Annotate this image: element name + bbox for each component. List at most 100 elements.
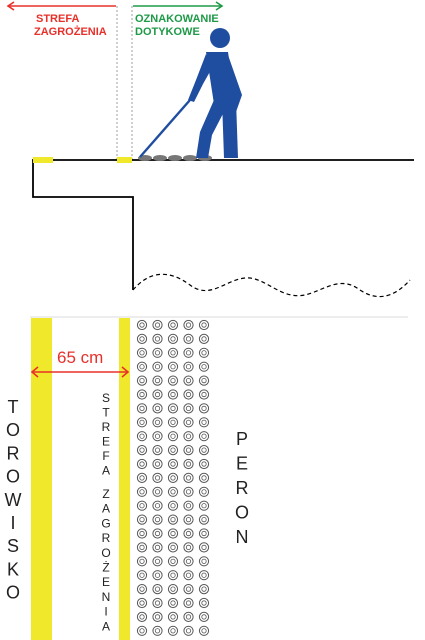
tactile-marking-label-line1: OZNAKOWANIE [135,13,219,25]
tactile-dot-inner [201,447,207,453]
tactile-dot-inner [185,489,192,495]
track-label-letter: O [6,467,20,487]
tactile-dot [152,528,163,539]
tactile-dot-inner [185,530,192,537]
zone-label-letter: Ż [102,561,109,575]
tactile-dot [152,570,163,581]
tactile-dot [167,542,179,553]
tactile-dot-inner [185,572,192,578]
tactile-dot-inner [154,364,161,370]
tactile-dot [198,597,210,609]
tactile-dot-inner [170,544,176,551]
platform-label-letter: P [236,429,248,449]
tactile-dot [136,584,148,595]
tactile-dot-inner [139,405,145,411]
tactile-dot-inner [170,447,176,453]
tactile-dot-inner [139,544,145,551]
tactile-dot-inner [154,447,161,453]
tactile-dot [167,611,179,623]
tactile-dot [183,597,194,609]
tactile-dot-inner [170,364,176,370]
tactile-dot [167,319,179,331]
tactile-dot-inner [185,336,192,342]
tactile-dot [198,472,210,483]
tactile-dot [136,500,148,511]
tactile-dot-inner [139,600,145,606]
tactile-dot-inner [201,558,207,564]
track-label-letter: R [7,443,20,463]
tactile-dot [136,445,148,456]
tactile-dot [198,389,210,400]
tactile-dot [152,584,163,595]
tactile-dot-inner [201,419,207,425]
tactile-dot [198,403,210,414]
tactile-dot [198,319,210,331]
width-dimension-arrow [30,366,130,378]
tactile-dot [183,445,194,456]
tactile-dot [183,528,194,539]
tactile-dot [167,570,179,581]
zone-label-letter: I [104,605,107,619]
tactile-dot [183,361,194,372]
tactile-dot-inner [154,544,161,551]
tactile-dot [183,625,194,636]
tactile-dot-inner [201,614,207,620]
tactile-dot-inner [139,336,145,342]
tactile-dot [152,445,163,456]
tactile-dot [198,431,210,442]
tactile-dot-inner [170,586,176,592]
tactile-dot-inner [139,433,145,439]
tactile-dot [198,514,210,525]
tactile-dot [136,597,148,609]
tactile-dot [152,333,163,344]
tactile-dot-inner [170,322,176,328]
tactile-dot-inner [185,405,192,411]
tactile-dot [136,528,148,539]
tactile-dot [136,458,148,470]
tactile-dot [152,472,163,483]
tactile-dot-inner [185,586,192,592]
tactile-dot-inner [139,322,145,328]
tactile-dot-inner [170,503,176,509]
tactile-dot [167,514,179,525]
tactile-dot [136,375,148,386]
tactile-dot-inner [201,489,207,495]
side-view: STREFA ZAGROŻENIA OZNAKOWANIE DOTYKOWE [6,1,414,298]
tactile-dot-inner [139,419,145,425]
tactile-dot [198,542,210,553]
tactile-dot-inner [201,336,207,342]
tactile-dot-inner [170,419,176,425]
tactile-dot-inner [185,544,192,551]
tactile-dot-inner [170,600,176,606]
tactile-dot-inner [139,461,145,467]
tactile-dot [167,556,179,567]
tactile-dot [136,361,148,372]
tactile-dot [152,361,163,372]
tactile-dot-inner [185,503,192,509]
tactile-dot-inner [185,614,192,620]
tactile-dot [167,528,179,539]
tactile-dot-inner [154,433,161,439]
tactile-dot-inner [139,350,145,356]
tactile-dot [198,333,210,344]
tactile-dot-inner [170,475,176,481]
tactile-dot-inner [185,433,192,439]
tactile-dot [198,486,210,497]
tactile-dot [183,611,194,623]
zone-label-letter: R [102,531,111,545]
tactile-dot-inner [154,572,161,578]
tactile-dot-inner [185,516,192,523]
tactile-dot-inner [139,614,145,620]
tactile-dot-inner [154,475,161,481]
edge-yellow-marking [33,157,53,163]
tactile-dot-inner [139,377,145,384]
platform-edge-yellow-stripe [31,318,52,640]
zone-label-letter: F [102,449,109,463]
tactile-dot-inner [170,336,176,342]
tactile-dot-grid [136,319,210,636]
tactile-dot-inner [170,377,176,384]
track-label-letter: O [6,420,20,440]
tactile-dot [198,445,210,456]
